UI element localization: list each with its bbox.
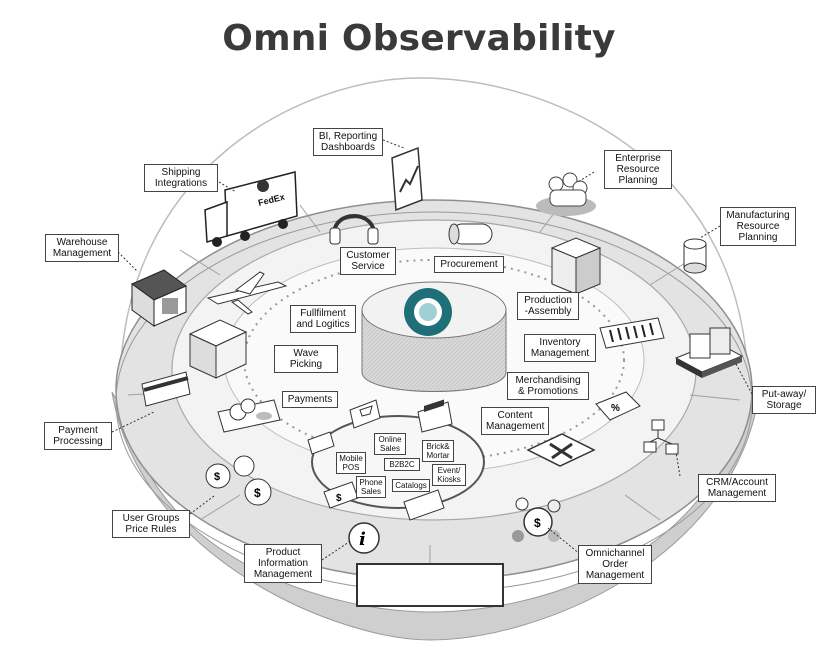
- label-putaway: Put-away/ Storage: [752, 386, 816, 414]
- label-inventory: Inventory Management: [524, 334, 596, 362]
- label-phone-sales: Phone Sales: [356, 476, 386, 498]
- diagram-title: Omni Observability: [222, 18, 616, 59]
- label-shipping: Shipping Integrations: [144, 164, 218, 192]
- label-merchandising: Merchandising & Promotions: [507, 372, 589, 400]
- label-erp: Enterprise Resource Planning: [604, 150, 672, 189]
- dotted-path: [243, 259, 625, 461]
- svg-text:$: $: [254, 486, 261, 500]
- label-mrp: Manufacturing Resource Planning: [720, 207, 796, 246]
- shop-icon: [417, 399, 453, 433]
- central-cylinder: [361, 281, 507, 392]
- label-warehouse: Warehouse Management: [45, 234, 119, 262]
- label-online-sales: Online Sales: [374, 433, 406, 455]
- label-bi-reporting: BI, Reporting Dashboards: [313, 128, 383, 156]
- label-pim: Product Information Management: [244, 544, 322, 583]
- pallet-boxes-icon: [674, 327, 744, 378]
- box-icon: [550, 237, 602, 295]
- label-procurement: Procurement: [434, 256, 504, 273]
- svg-text:i: i: [359, 529, 366, 550]
- truck-icon: FedEx: [204, 171, 298, 247]
- people-gear-icon: [536, 172, 596, 216]
- mobile-device-icon: [307, 431, 335, 455]
- coin-cluster-icon: $: [512, 497, 561, 542]
- label-payment-processing: Payment Processing: [44, 422, 112, 450]
- leader-lines: [111, 139, 753, 561]
- tools-icon: [526, 433, 596, 467]
- cylinder-icon: [683, 238, 707, 274]
- label-mobile-pos: Mobile POS: [336, 452, 366, 474]
- barcode-icon: [599, 317, 665, 349]
- svg-text:$: $: [336, 493, 342, 504]
- scroll-icon: [448, 223, 493, 245]
- svg-text:%: %: [611, 403, 620, 414]
- svg-text:$: $: [534, 516, 541, 530]
- phone-sales-icon: $: [323, 481, 359, 509]
- money-card-icon: [217, 398, 281, 433]
- percent-tag-icon: %: [595, 391, 641, 421]
- clipboard-icon: [188, 319, 248, 379]
- warehouse-icon: [131, 269, 187, 327]
- label-crm: CRM/Account Management: [698, 474, 776, 502]
- label-catalogs: Catalogs: [392, 479, 430, 492]
- dome-outline: [119, 77, 749, 393]
- label-wave-picking: Wave Picking: [274, 345, 338, 373]
- catalog-icon: [403, 489, 445, 521]
- label-event-kiosks: Event/ Kiosks: [432, 464, 466, 486]
- base-blank-panel: [356, 563, 504, 607]
- label-user-groups: User Groups Price Rules: [112, 510, 190, 538]
- cart-laptop-icon: [349, 399, 381, 429]
- label-b2b2c: B2B2C: [384, 458, 420, 471]
- label-fulfillment: Fullfilment and Logitics: [290, 305, 356, 333]
- money-bags-icon: $ $: [205, 455, 272, 506]
- label-oms: Omnichannel Order Management: [578, 545, 652, 584]
- chart-document-icon: [391, 146, 423, 212]
- headset-icon: [329, 214, 379, 245]
- label-brick-mortar: Brick& Mortar: [422, 440, 454, 462]
- airplane-icon: [206, 271, 288, 315]
- network-icon: [643, 419, 679, 455]
- label-content: Content Management: [481, 407, 549, 435]
- svg-text:$: $: [214, 471, 220, 483]
- label-payments: Payments: [282, 391, 338, 408]
- label-production: Production -Assembly: [517, 292, 579, 320]
- info-icon: i: [348, 522, 380, 554]
- label-customer-service: Customer Service: [340, 247, 396, 275]
- credit-card-icon: [141, 371, 191, 407]
